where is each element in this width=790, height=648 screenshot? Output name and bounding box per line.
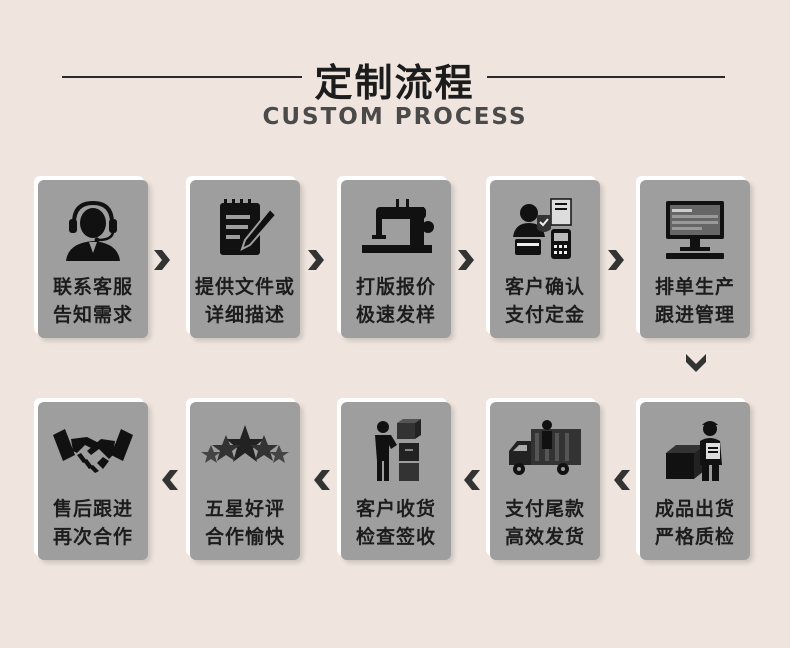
step-label-line1: 打版报价 <box>355 276 436 298</box>
step-card-7: 支付尾款 高效发货 <box>490 402 600 560</box>
arrow-right-icon <box>308 250 324 270</box>
step-label-line1: 支付尾款 <box>504 498 585 520</box>
arrow-left-icon <box>464 470 480 490</box>
step-label-line2: 再次合作 <box>52 526 133 548</box>
payment-terminal-icon <box>490 188 600 268</box>
headset-agent-icon <box>38 188 148 268</box>
step-label-line2: 合作愉快 <box>204 526 285 548</box>
step-card-10: 售后跟进 再次合作 <box>38 402 148 560</box>
step-label-line1: 售后跟进 <box>52 498 133 520</box>
carry-boxes-icon <box>341 410 451 490</box>
step-label-line1: 客户确认 <box>504 276 585 298</box>
step-card-6: 成品出货 严格质检 <box>640 402 750 560</box>
step-label-line2: 检查签收 <box>355 526 436 548</box>
step-card-5: 排单生产 跟进管理 <box>640 180 750 338</box>
step-card-8: 客户收货 检查签收 <box>341 402 451 560</box>
page-header: 定制流程 CUSTOM PROCESS <box>0 52 790 142</box>
arrow-right-icon <box>154 250 170 270</box>
handshake-icon <box>38 410 148 490</box>
step-label-line1: 五星好评 <box>204 498 285 520</box>
step-card-3: 打版报价 极速发样 <box>341 180 451 338</box>
sewing-machine-icon <box>341 188 451 268</box>
step-card-9: 五星好评 合作愉快 <box>190 402 300 560</box>
delivery-truck-icon <box>490 410 600 490</box>
arrow-left-icon <box>614 470 630 490</box>
step-label-line2: 跟进管理 <box>654 304 735 326</box>
step-label-line2: 极速发样 <box>355 304 436 326</box>
step-label-line2: 支付定金 <box>504 304 585 326</box>
arrow-left-icon <box>162 470 178 490</box>
step-label-line2: 告知需求 <box>52 304 133 326</box>
step-label-line2: 详细描述 <box>204 304 285 326</box>
arrow-left-icon <box>314 470 330 490</box>
title-divider-right <box>487 76 725 78</box>
page-title: 定制流程 <box>314 61 475 105</box>
step-label-line1: 联系客服 <box>52 276 133 298</box>
worker-inspection-icon <box>640 410 750 490</box>
step-label-line1: 提供文件或 <box>194 276 295 298</box>
step-card-2: 提供文件或 详细描述 <box>190 180 300 338</box>
document-pen-icon <box>190 188 300 268</box>
computer-monitor-icon <box>640 188 750 268</box>
title-divider-left <box>62 76 302 78</box>
step-label-line1: 排单生产 <box>654 276 735 298</box>
step-label-line2: 严格质检 <box>654 526 735 548</box>
step-label-line1: 成品出货 <box>654 498 735 520</box>
step-label-line1: 客户收货 <box>355 498 436 520</box>
arrow-right-icon <box>458 250 474 270</box>
five-stars-icon <box>190 410 300 490</box>
step-label-line2: 高效发货 <box>504 526 585 548</box>
page-subtitle: CUSTOM PROCESS <box>262 104 528 130</box>
step-card-4: 客户确认 支付定金 <box>490 180 600 338</box>
arrow-right-icon <box>608 250 624 270</box>
step-card-1: 联系客服 告知需求 <box>38 180 148 338</box>
arrow-down-icon <box>686 354 706 372</box>
